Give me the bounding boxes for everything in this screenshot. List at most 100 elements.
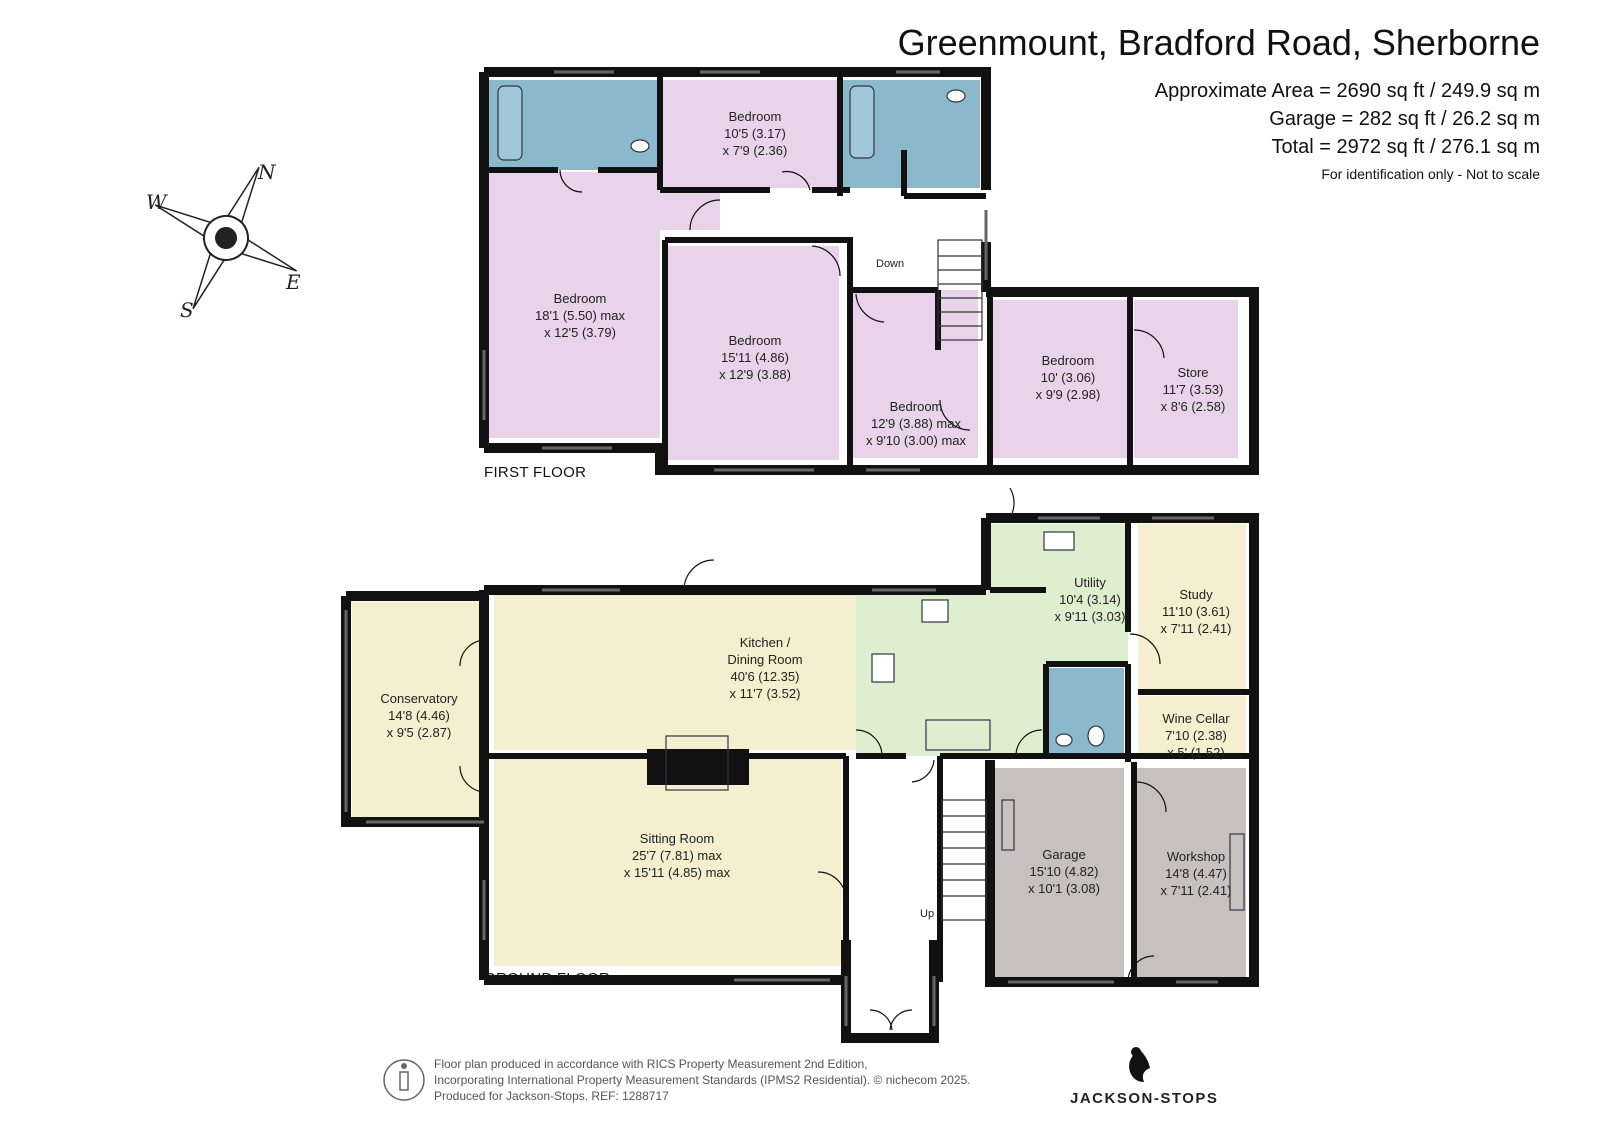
room-utility: Utility 10'4 (3.14) x 9'11 (3.03) bbox=[1040, 574, 1140, 625]
compass-w-label: W bbox=[146, 190, 167, 214]
first-floor-label: FIRST FLOOR bbox=[484, 464, 587, 481]
room-bedroom-5: Bedroom 10' (3.06) x 9'9 (2.98) bbox=[1018, 352, 1118, 403]
room-dim: 15'10 (4.82) bbox=[1029, 864, 1099, 879]
compass-e-label: E bbox=[286, 270, 301, 294]
bedroom-3-area bbox=[667, 246, 839, 460]
room-dim: 10'5 (3.17) bbox=[724, 126, 786, 141]
study-area bbox=[1138, 524, 1246, 692]
room-name: Bedroom bbox=[728, 109, 782, 124]
workshop-area bbox=[1136, 768, 1246, 978]
room-dim: 15'11 (4.86) bbox=[720, 350, 789, 365]
room-bedroom-3: Bedroom 15'11 (4.86) x 12'9 (3.88) bbox=[700, 332, 810, 383]
room-dim: 18'1 (5.50) max bbox=[535, 308, 625, 323]
room-dim: x 7'9 (2.36) bbox=[722, 143, 788, 158]
room-dim: 10' (3.06) bbox=[1040, 370, 1096, 385]
room-dim: x 7'11 (2.41) bbox=[1160, 883, 1232, 898]
first-floor-windows bbox=[482, 70, 988, 472]
room-dim: x 12'5 (3.79) bbox=[544, 325, 616, 340]
jackson-stops-brand: JACKSON-STOPS bbox=[1070, 1090, 1219, 1107]
room-dim: x 15'11 (4.85) max bbox=[623, 865, 731, 880]
first-floor-stairs bbox=[937, 239, 983, 341]
room-name: Garage bbox=[1042, 847, 1086, 862]
room-dim: x 9'9 (2.98) bbox=[1035, 387, 1101, 402]
bedroom-2-area bbox=[661, 80, 837, 188]
footer-notes: Floor plan produced in accordance with R… bbox=[434, 1056, 970, 1104]
room-name: Bedroom bbox=[889, 399, 943, 414]
footer-line-1: Floor plan produced in accordance with R… bbox=[434, 1057, 868, 1071]
first-floor-fixtures bbox=[497, 85, 966, 161]
room-name: Kitchen / bbox=[739, 635, 791, 650]
first-floor-plan bbox=[479, 67, 1259, 475]
room-dim: x 10'1 (3.08) bbox=[1028, 881, 1100, 896]
room-dim: 11'7 (3.53) bbox=[1162, 382, 1224, 397]
room-name: Wine Cellar bbox=[1162, 711, 1230, 726]
room-name: Conservatory bbox=[380, 691, 458, 706]
room-name: Study bbox=[1179, 587, 1213, 602]
compass-rose bbox=[154, 166, 298, 310]
room-dim: 14'8 (4.47) bbox=[1165, 866, 1227, 881]
ground-floor-fixtures bbox=[665, 531, 1245, 911]
room-kitchen-dining: Kitchen / Dining Room 40'6 (12.35) x 11'… bbox=[710, 634, 820, 702]
footer-line-2: Incorporating International Property Mea… bbox=[434, 1073, 971, 1087]
room-name: Bedroom bbox=[553, 291, 607, 306]
room-dim: 11'10 (3.61) bbox=[1161, 604, 1230, 619]
sitting-room-area bbox=[494, 758, 842, 966]
rics-badge-icon bbox=[383, 1059, 425, 1101]
room-sitting-room: Sitting Room 25'7 (7.81) max x 15'11 (4.… bbox=[612, 830, 742, 881]
ground-floor-label: GROUND FLOOR bbox=[484, 970, 611, 987]
room-bedroom-4: Bedroom 12'9 (3.88) max x 9'10 (3.00) ma… bbox=[856, 398, 976, 449]
total-area: Total = 2972 sq ft / 276.1 sq m bbox=[1271, 136, 1541, 158]
room-dim: 40'6 (12.35) bbox=[730, 669, 800, 684]
room-dim: 14'8 (4.46) bbox=[388, 708, 450, 723]
room-dim: 7'10 (2.38) bbox=[1165, 728, 1227, 743]
bedroom-1-area-ext bbox=[620, 190, 720, 230]
room-bedroom-1: Bedroom 18'1 (5.50) max x 12'5 (3.79) bbox=[520, 290, 640, 341]
room-name: Bedroom bbox=[1041, 353, 1095, 368]
compass-s-label: S bbox=[180, 298, 194, 322]
ground-floor-plan bbox=[341, 487, 1259, 1043]
room-dim: x 9'10 (3.00) max bbox=[865, 433, 967, 448]
room-dim: 25'7 (7.81) max bbox=[632, 848, 722, 863]
ground-floor-windows bbox=[344, 516, 1218, 1026]
garage-area bbox=[994, 768, 1124, 978]
room-name: Sitting Room bbox=[639, 831, 715, 846]
room-dim: x 9'11 (3.03) bbox=[1054, 609, 1126, 624]
room-store: Store 11'7 (3.53) x 8'6 (2.58) bbox=[1148, 364, 1238, 415]
footer-line-3: Produced for Jackson-Stops. REF: 1288717 bbox=[434, 1089, 669, 1103]
room-name: Dining Room bbox=[727, 652, 803, 667]
compass-n-label: N bbox=[258, 160, 276, 184]
room-dim: x 11'7 (3.52) bbox=[729, 686, 801, 701]
room-name: Store bbox=[1177, 365, 1209, 380]
identification-note: For identification only - Not to scale bbox=[1321, 166, 1540, 182]
room-conservatory: Conservatory 14'8 (4.46) x 9'5 (2.87) bbox=[364, 690, 474, 741]
approx-area: Approximate Area = 2690 sq ft / 249.9 sq… bbox=[1154, 80, 1540, 102]
ground-floor-stairs bbox=[941, 799, 987, 921]
room-dim: x 8'6 (2.58) bbox=[1160, 399, 1226, 414]
garage-area-text: Garage = 282 sq ft / 26.2 sq m bbox=[1269, 108, 1540, 130]
ground-floor-doors bbox=[459, 487, 1167, 1031]
room-dim: 12'9 (3.88) max bbox=[871, 416, 961, 431]
wine-cellar-area bbox=[1138, 696, 1246, 758]
bedroom-5-area bbox=[990, 300, 1128, 458]
room-name: Workshop bbox=[1166, 849, 1226, 864]
room-dim: x 5' (1.52) bbox=[1167, 745, 1225, 760]
room-name: Utility bbox=[1074, 575, 1106, 590]
stairs-down-label: Down bbox=[876, 258, 905, 270]
room-dim: x 12'9 (3.88) bbox=[719, 367, 791, 382]
room-dim: x 9'5 (2.87) bbox=[386, 725, 452, 740]
room-study: Study 11'10 (3.61) x 7'11 (2.41) bbox=[1148, 586, 1244, 637]
first-floor-doors bbox=[559, 169, 1165, 431]
conservatory-area bbox=[352, 602, 484, 820]
first-floor-outer-wall bbox=[484, 67, 991, 190]
stairs-up-label: Up bbox=[920, 908, 935, 920]
jackson-stops-logo-icon bbox=[1129, 1047, 1150, 1082]
room-bedroom-2: Bedroom 10'5 (3.17) x 7'9 (2.36) bbox=[700, 108, 810, 159]
room-dim: x 7'11 (2.41) bbox=[1160, 621, 1232, 636]
room-garage: Garage 15'10 (4.82) x 10'1 (3.08) bbox=[1014, 846, 1114, 897]
property-title: Greenmount, Bradford Road, Sherborne bbox=[897, 22, 1540, 63]
room-workshop: Workshop 14'8 (4.47) x 7'11 (2.41) bbox=[1144, 848, 1248, 899]
store-area bbox=[1134, 300, 1238, 458]
room-wine-cellar: Wine Cellar 7'10 (2.38) x 5' (1.52) bbox=[1148, 710, 1244, 761]
room-name: Bedroom bbox=[728, 333, 782, 348]
